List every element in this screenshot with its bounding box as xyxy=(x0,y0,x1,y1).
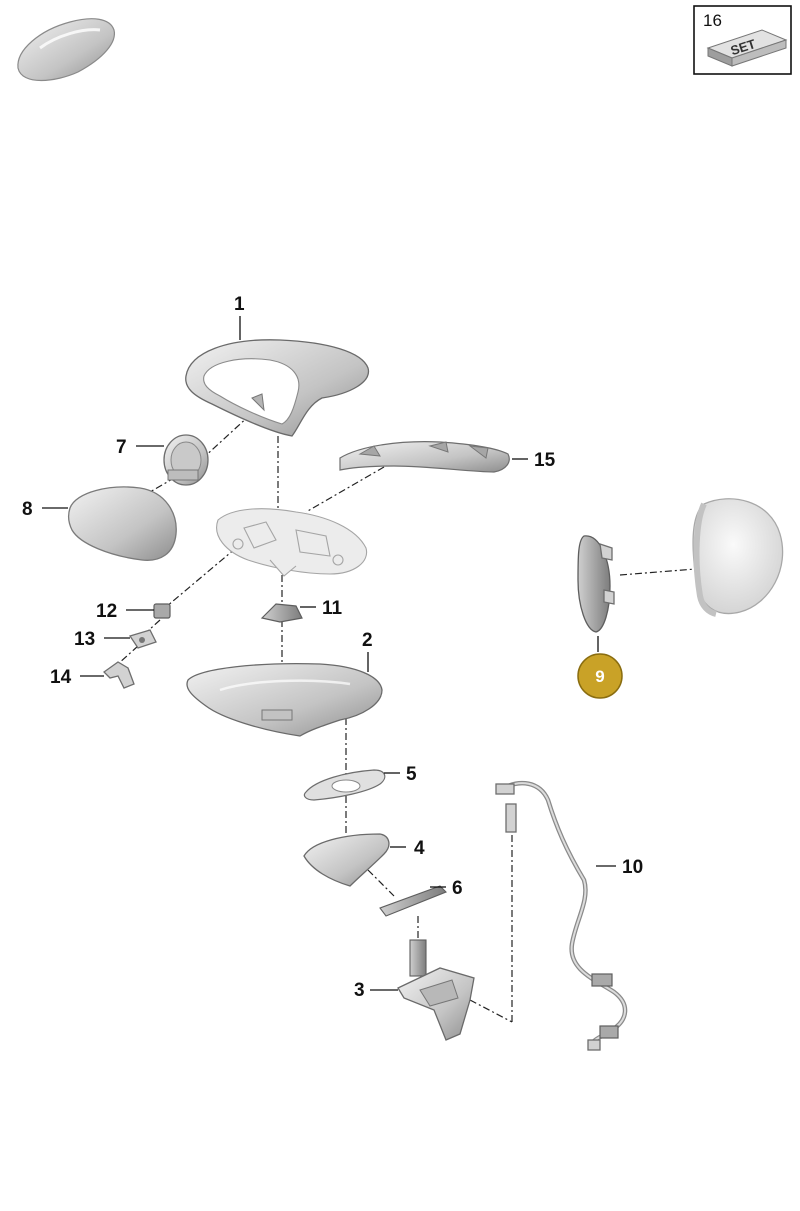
callout-9: 9 xyxy=(595,667,604,686)
mirror-base-bracket xyxy=(216,508,368,577)
part-3-mounting-base[interactable] xyxy=(397,939,475,1041)
callout-6[interactable]: 6 xyxy=(452,878,463,899)
callout-14[interactable]: 14 xyxy=(50,667,72,688)
callout-5[interactable]: 5 xyxy=(406,764,417,785)
set-block-icon: SET xyxy=(706,29,788,67)
leader-lines xyxy=(42,316,616,991)
mirror-cap-dome xyxy=(692,498,784,617)
part-11-puddle-lamp[interactable] xyxy=(260,603,303,623)
set-kit-box[interactable]: 16 SET xyxy=(693,5,792,75)
part-15-turn-signal[interactable] xyxy=(339,441,510,473)
part-14-bracket[interactable] xyxy=(102,661,135,689)
part-2-lower-cover[interactable] xyxy=(186,663,383,737)
set-label: SET xyxy=(729,36,758,58)
callout-9-highlighted[interactable]: 9 xyxy=(577,653,623,699)
part-8-mirror-glass[interactable] xyxy=(68,486,177,561)
callout-labels: 1 2 3 4 5 6 7 8 10 11 12 13 14 15 xyxy=(22,294,643,1001)
assembly-lines xyxy=(117,403,709,1023)
part-7-mirror-actuator[interactable] xyxy=(163,434,209,486)
part-4-base-cover[interactable] xyxy=(303,833,390,887)
part-10-wiring-harness[interactable] xyxy=(495,780,628,1051)
part-6-seal-strip[interactable] xyxy=(379,885,447,917)
callout-15[interactable]: 15 xyxy=(534,450,556,471)
callout-8[interactable]: 8 xyxy=(22,499,33,520)
part-1-mirror-housing[interactable] xyxy=(185,339,370,437)
set-number: 16 xyxy=(703,11,722,30)
part-5-trim-ring[interactable] xyxy=(303,769,386,801)
callout-2[interactable]: 2 xyxy=(362,630,373,651)
callout-7[interactable]: 7 xyxy=(116,437,127,458)
callout-3[interactable]: 3 xyxy=(354,980,365,1001)
callout-13[interactable]: 13 xyxy=(74,629,95,650)
part-12-connector[interactable] xyxy=(153,603,171,619)
part-13-clip[interactable] xyxy=(128,629,157,649)
callout-11[interactable]: 11 xyxy=(322,598,343,619)
callout-10[interactable]: 10 xyxy=(622,857,643,878)
part-9-mirror-glass-heated[interactable] xyxy=(577,535,615,633)
car-icon[interactable] xyxy=(17,18,115,81)
callout-4[interactable]: 4 xyxy=(414,838,425,859)
callout-1[interactable]: 1 xyxy=(234,294,245,315)
callout-12[interactable]: 12 xyxy=(96,601,117,622)
